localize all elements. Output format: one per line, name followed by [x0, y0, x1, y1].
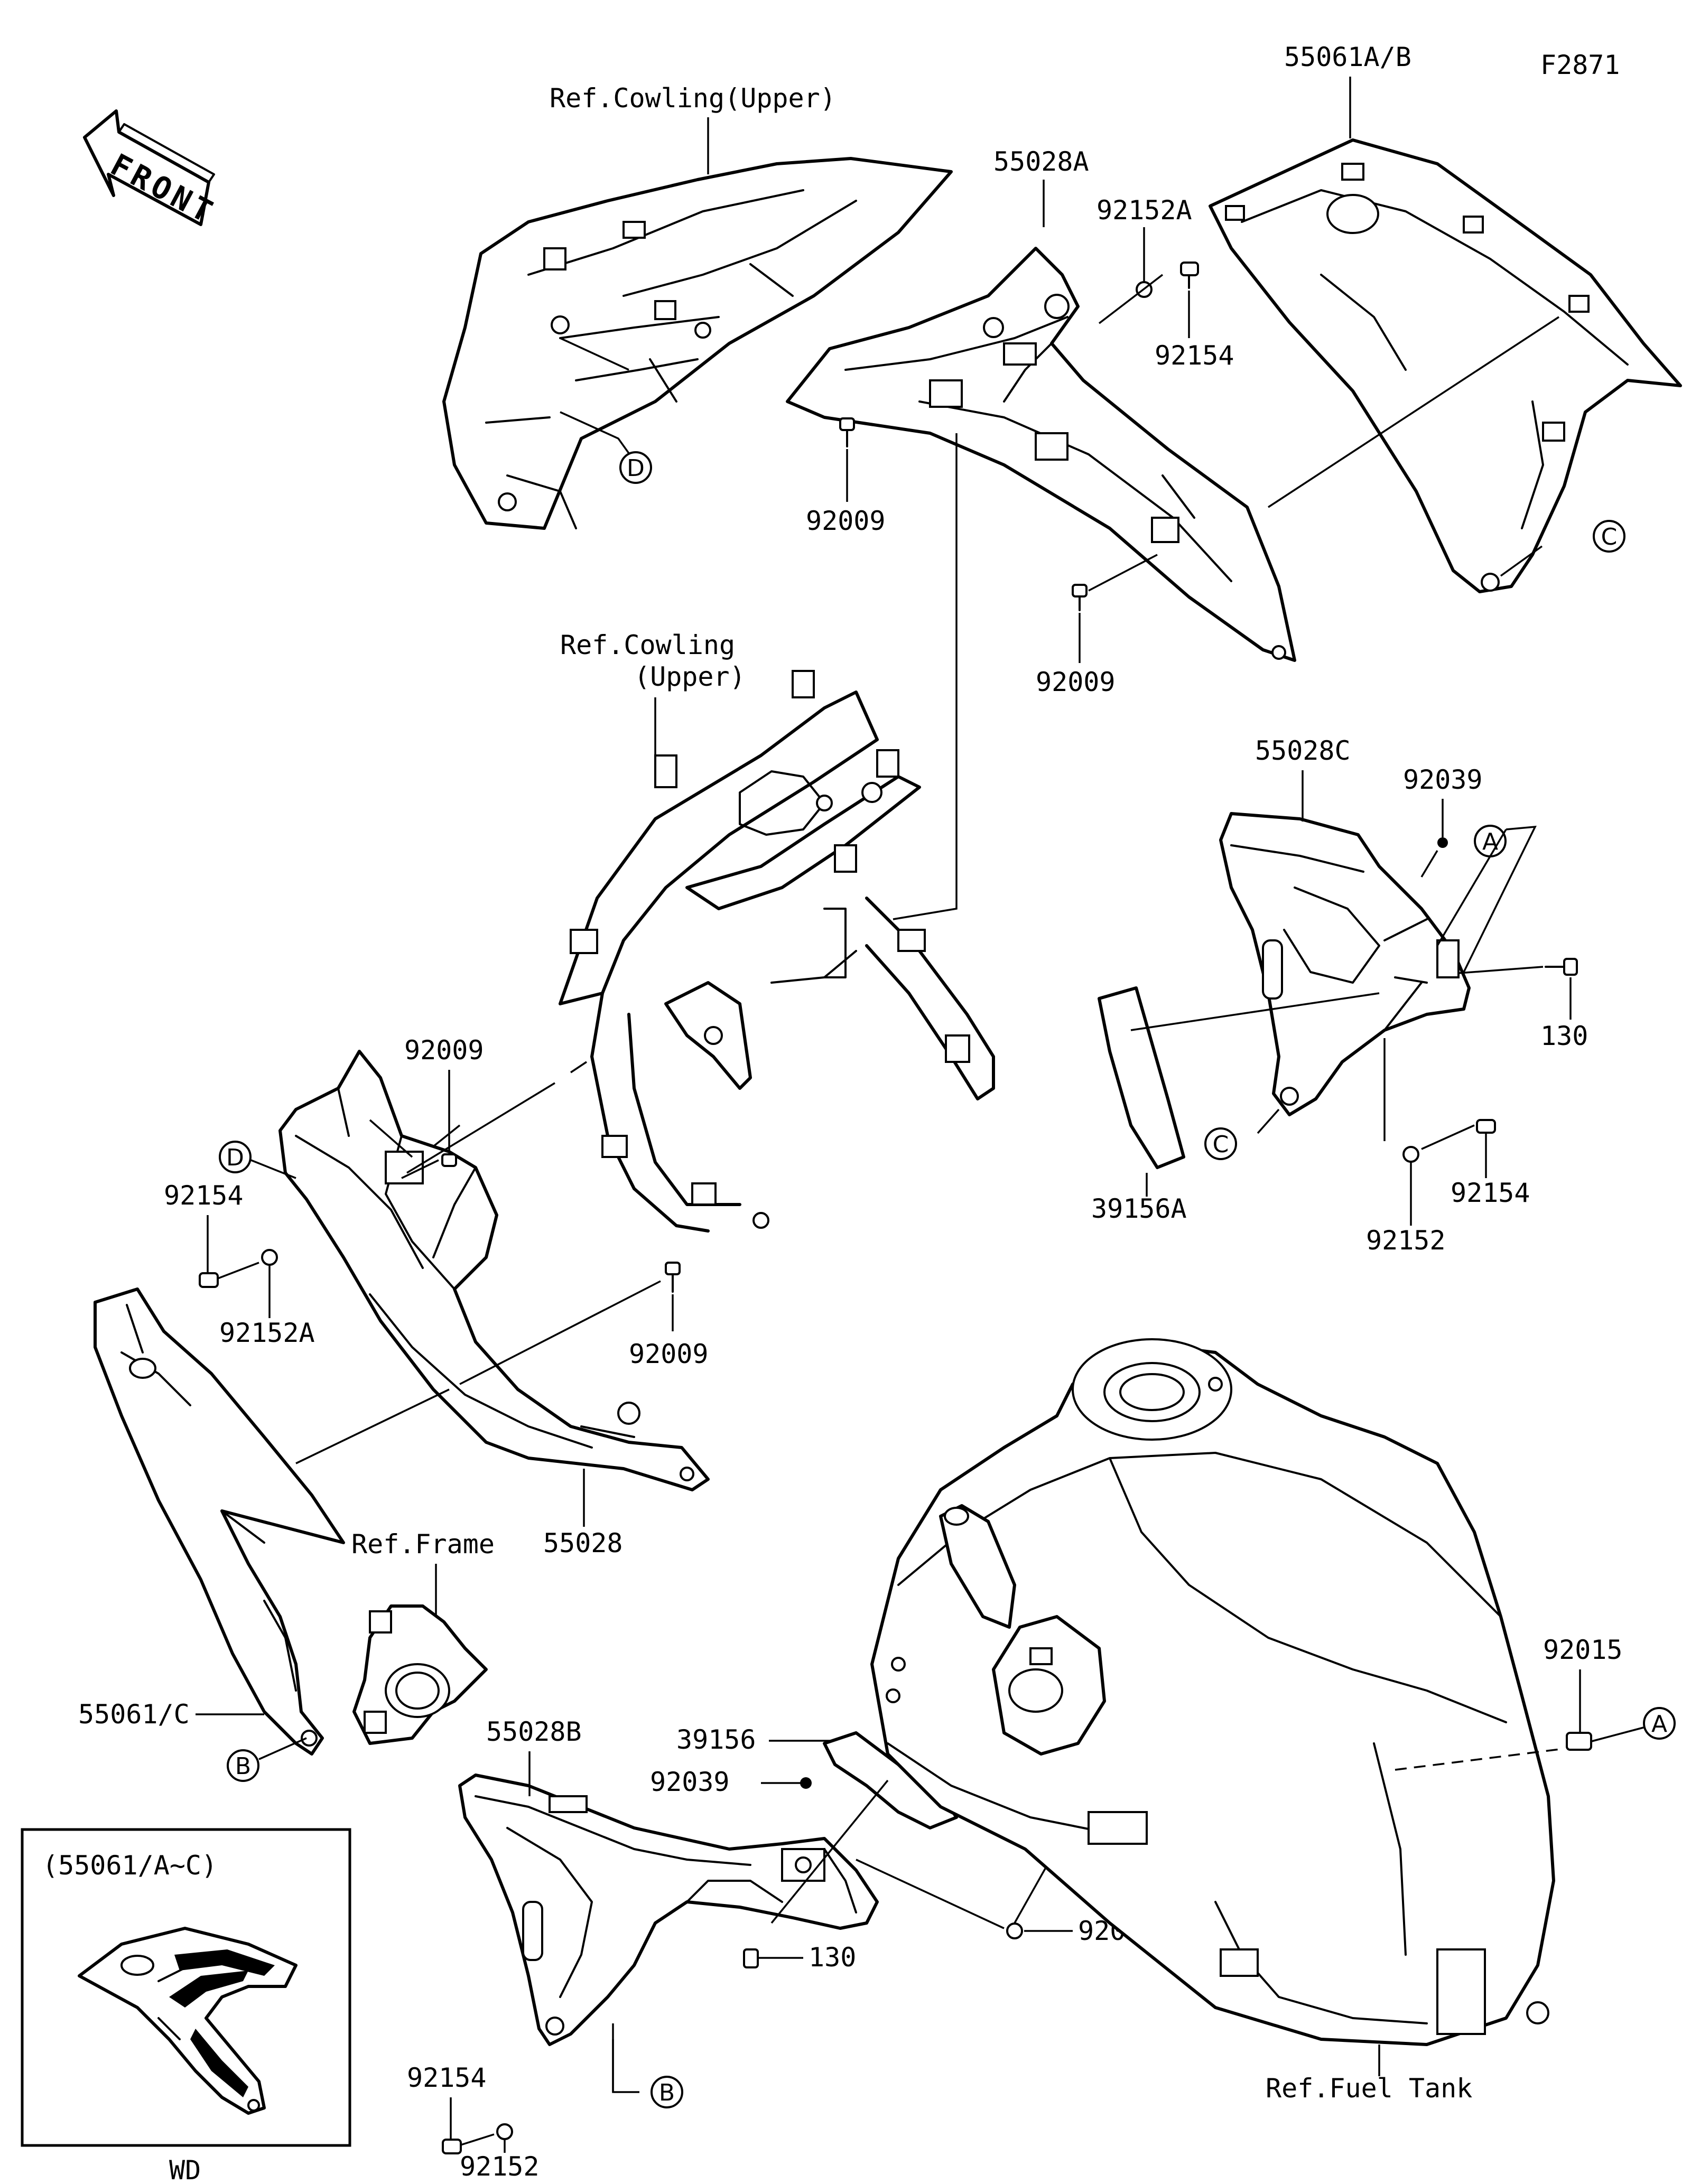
- callout-c-mid: C: [1204, 1127, 1237, 1160]
- part-label-39156: 39156: [676, 1724, 756, 1755]
- panel-55028b-illustration: [458, 1774, 879, 2046]
- grommet-icon: [1566, 1732, 1592, 1751]
- callout-a-right-top: A: [1474, 825, 1507, 857]
- washer-icon: [261, 1249, 278, 1266]
- part-label-92009-lower: 92009: [629, 1339, 709, 1369]
- side-cover-55061c-illustration: [94, 1287, 345, 1756]
- bolt-icon: [839, 417, 855, 447]
- callout-b-left: B: [227, 1749, 259, 1782]
- seal-39156-illustration: [823, 1731, 958, 1830]
- part-label-92152a-left: 92152A: [219, 1318, 315, 1348]
- ref-frame: Ref.Frame: [351, 1529, 495, 1560]
- part-label-55028a: 55028A: [993, 146, 1089, 177]
- svg-text:C: C: [1213, 1131, 1229, 1158]
- upper-cowling-illustration: [442, 157, 953, 530]
- nut-icon: [800, 1777, 812, 1789]
- ref-cowling-upper-mid-line1: Ref.Cowling: [560, 630, 735, 660]
- svg-text:C: C: [1601, 524, 1618, 550]
- part-label-92039-right: 92039: [1403, 764, 1483, 795]
- callout-c-top: C: [1593, 520, 1625, 553]
- bolt-icon: [1072, 584, 1088, 611]
- screw-icon: [1476, 1119, 1496, 1134]
- part-label-92152-right: 92152: [1366, 1225, 1446, 1256]
- bolt-icon: [1545, 958, 1578, 976]
- screw-icon: [1180, 262, 1199, 289]
- part-label-55061ab: 55061A/B: [1284, 42, 1411, 72]
- part-label-130-right: 130: [1540, 1021, 1588, 1051]
- frame-mount-illustration: [352, 1604, 488, 1745]
- svg-text:A: A: [1651, 1711, 1667, 1738]
- washer-icon: [496, 2123, 513, 2140]
- part-label-92009-mid: 92009: [1036, 667, 1116, 697]
- part-label-92152-bottom: 92152: [460, 2151, 540, 2182]
- bolt-icon: [743, 1948, 759, 1968]
- frame-bracket-illustration: [559, 670, 995, 1233]
- svg-text:A: A: [1482, 828, 1498, 855]
- svg-text:B: B: [235, 1753, 251, 1780]
- screw-icon: [199, 1272, 219, 1288]
- fuel-tank-illustration: [870, 1338, 1555, 2046]
- part-label-92015-right: 92015: [1543, 1635, 1623, 1665]
- part-label-92154-top: 92154: [1155, 340, 1234, 371]
- part-label-92154-left: 92154: [164, 1180, 244, 1211]
- bolt-icon: [441, 1153, 457, 1167]
- panel-55028c-illustration: [1219, 812, 1471, 1116]
- inset-title: (55061/A~C): [42, 1850, 217, 1881]
- part-label-55061c: 55061/C: [78, 1699, 190, 1730]
- washer-icon: [1402, 1146, 1419, 1163]
- callout-a-right-bottom: A: [1643, 1707, 1676, 1740]
- svg-text:B: B: [659, 2079, 675, 2106]
- part-label-55028: 55028: [543, 1528, 623, 1558]
- screw-icon: [442, 2139, 462, 2154]
- panel-55028a-illustration: [786, 247, 1296, 662]
- part-label-39156a: 39156A: [1091, 1193, 1187, 1224]
- front-arrow-icon: FRONT: [83, 109, 222, 231]
- nut-icon: [1437, 837, 1448, 848]
- svg-text:D: D: [226, 1144, 244, 1171]
- callout-d-left: D: [219, 1141, 252, 1173]
- ref-fuel-tank: Ref.Fuel Tank: [1266, 2073, 1472, 2104]
- ref-cowling-upper-mid-line2: (Upper): [634, 661, 746, 692]
- ref-cowling-upper-top: Ref.Cowling(Upper): [550, 83, 836, 114]
- part-label-92154-right: 92154: [1451, 1178, 1530, 1208]
- part-label-55028b: 55028B: [486, 1716, 582, 1747]
- seal-39156a-illustration: [1098, 986, 1185, 1169]
- part-label-55028c: 55028C: [1255, 735, 1351, 766]
- inset-side-cover-icon: [78, 1927, 298, 2115]
- callout-d-top: D: [619, 451, 652, 484]
- side-cover-55061ab-illustration: [1209, 138, 1682, 593]
- grommet-icon: [1006, 1922, 1023, 1939]
- part-label-92152a-top: 92152A: [1097, 195, 1192, 226]
- part-label-92039-bottom: 92039: [650, 1767, 730, 1797]
- part-label-92009-left: 92009: [404, 1035, 484, 1066]
- callout-b-bottom: B: [651, 2076, 683, 2108]
- bolt-icon: [665, 1262, 681, 1293]
- inset-note: WD: [169, 2155, 201, 2184]
- part-label-130-bottom: 130: [809, 1942, 856, 1973]
- inset-box: (55061/A~C): [21, 1828, 351, 2147]
- part-label-92009-top: 92009: [806, 506, 886, 536]
- svg-text:D: D: [627, 455, 645, 482]
- figure-code: F2871: [1540, 50, 1620, 80]
- part-label-92154-bottom: 92154: [407, 2062, 487, 2093]
